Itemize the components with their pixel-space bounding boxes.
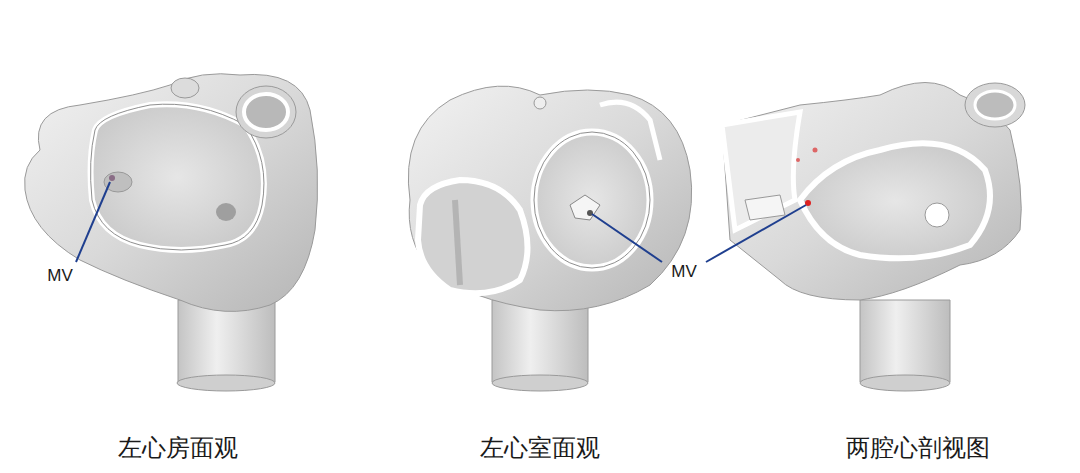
leader-line <box>76 182 110 262</box>
view-caption: 左心室面观 <box>480 432 600 464</box>
left-atrial-view-model <box>25 74 318 391</box>
view-caption: 两腔心剖视图 <box>846 432 990 464</box>
view-caption: 左心房面观 <box>118 432 238 464</box>
leader-line <box>706 205 806 262</box>
leader-line <box>592 214 662 262</box>
two-chamber-section-model <box>722 83 1025 392</box>
callout-label: MV <box>671 262 697 282</box>
left-ventricular-view-model <box>408 86 691 391</box>
callout-label: MV <box>47 266 73 286</box>
